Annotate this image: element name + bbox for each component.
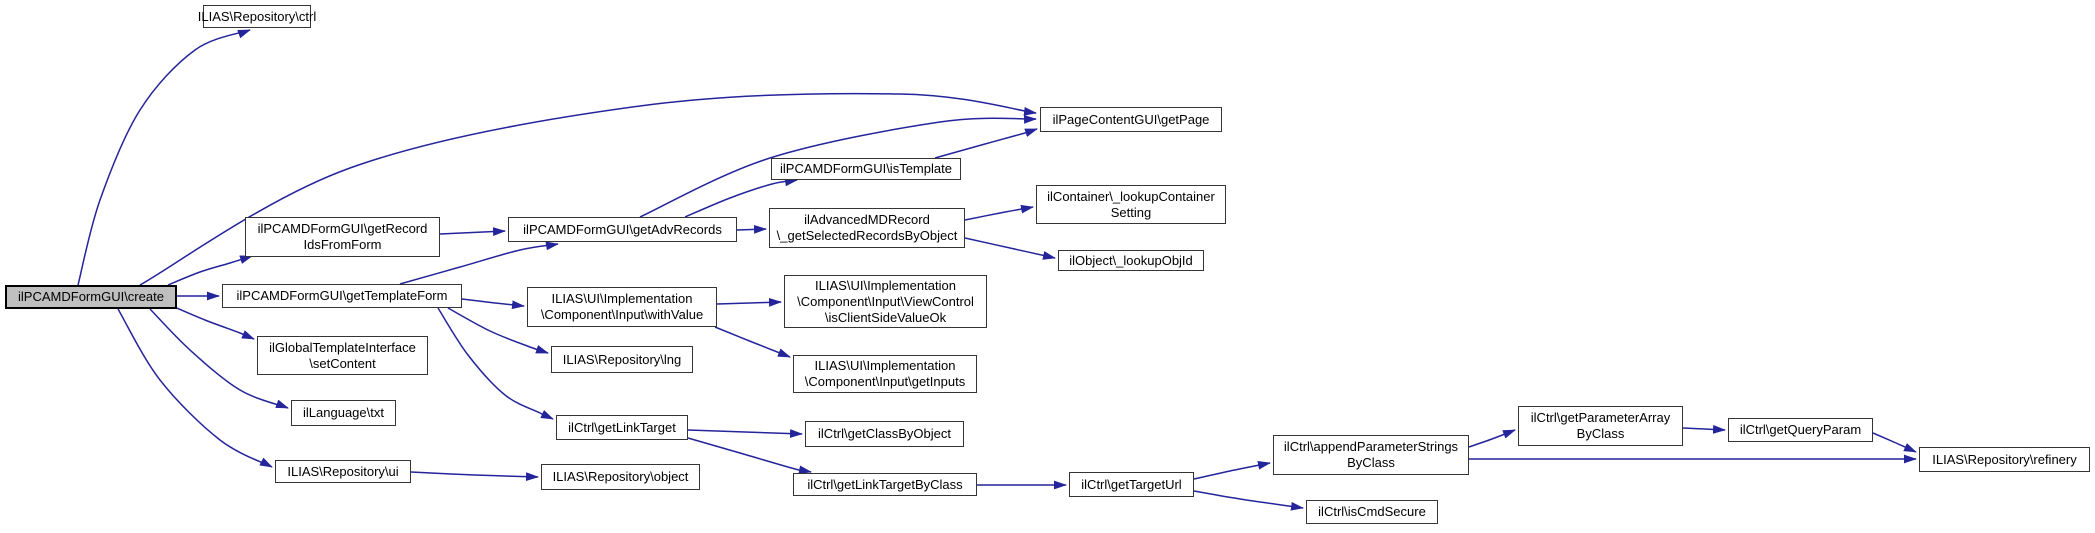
node-get-class-by-object[interactable]: ilCtrl\getClassByObject xyxy=(805,421,964,447)
edge-get-link-target-to-get-class-by-object xyxy=(687,429,803,438)
node-get-parameter-array-by-class[interactable]: ilCtrl\getParameterArray ByClass xyxy=(1518,406,1683,446)
edge-get-selected-records-by-object-to-lookup-obj-id xyxy=(964,237,1056,260)
node-get-selected-records-by-object[interactable]: ilAdvancedMDRecord \_getSelectedRecordsB… xyxy=(769,208,965,248)
node-create: ilPCAMDFormGUI\create xyxy=(5,285,177,309)
edge-get-link-target-to-get-link-target-by-class xyxy=(687,437,812,475)
node-get-link-target-by-class[interactable]: ilCtrl\getLinkTargetByClass xyxy=(793,473,977,496)
edge-create-to-get-page xyxy=(139,92,1037,286)
edge-get-adv-records-to-get-selected-records-by-object xyxy=(736,225,767,234)
node-get-record-ids-from-form[interactable]: ilPCAMDFormGUI\getRecord IdsFromForm xyxy=(245,217,440,257)
node-get-inputs[interactable]: ILIAS\UI\Implementation \Component\Input… xyxy=(793,355,977,393)
node-set-content[interactable]: ilGlobalTemplateInterface \setContent xyxy=(257,336,428,375)
node-txt[interactable]: ilLanguage\txt xyxy=(291,400,396,426)
edge-get-template-form-to-lng xyxy=(447,307,549,354)
edge-get-parameter-array-by-class-to-get-query-param xyxy=(1682,425,1726,434)
edge-get-query-param-to-refinery xyxy=(1872,432,1917,453)
node-append-parameter-strings-by-class[interactable]: ilCtrl\appendParameterStrings ByClass xyxy=(1273,435,1469,475)
edge-ui-to-object xyxy=(410,471,539,482)
edge-with-value-to-get-inputs xyxy=(714,326,791,358)
node-is-client-side-value-ok[interactable]: ILIAS\UI\Implementation \Component\Input… xyxy=(784,275,987,328)
node-get-query-param[interactable]: ilCtrl\getQueryParam xyxy=(1728,418,1873,442)
edge-get-target-url-to-append-parameter-strings-by-class xyxy=(1193,461,1271,480)
edge-create-to-set-content xyxy=(171,305,255,340)
node-get-link-target[interactable]: ilCtrl\getLinkTarget xyxy=(556,415,688,440)
node-refinery[interactable]: ILIAS\Repository\refinery xyxy=(1919,447,2090,472)
node-ui[interactable]: ILIAS\Repository\ui xyxy=(275,460,411,483)
node-lookup-container-setting[interactable]: ilContainer\_lookupContainer Setting xyxy=(1036,185,1226,224)
edge-get-target-url-to-is-cmd-secure xyxy=(1193,490,1304,511)
node-ctrl[interactable]: ILIAS\Repository\ctrl xyxy=(198,5,316,28)
edge-create-to-get-record-ids-from-form xyxy=(167,255,253,286)
edge-create-to-ctrl xyxy=(77,29,251,286)
node-with-value[interactable]: ILIAS\UI\Implementation \Component\Input… xyxy=(527,287,717,327)
edge-get-template-form-to-with-value xyxy=(461,298,525,310)
edge-get-template-form-to-get-link-target xyxy=(437,307,554,420)
edge-get-adv-records-to-is-template xyxy=(684,177,798,218)
node-is-template[interactable]: ilPCAMDFormGUI\isTemplate xyxy=(771,158,961,180)
node-get-adv-records[interactable]: ilPCAMDFormGUI\getAdvRecords xyxy=(508,217,737,242)
edge-get-template-form-to-get-adv-records xyxy=(399,241,559,285)
edge-with-value-to-is-client-side-value-ok xyxy=(716,297,782,307)
node-is-cmd-secure[interactable]: ilCtrl\isCmdSecure xyxy=(1306,500,1438,524)
node-get-target-url[interactable]: ilCtrl\getTargetUrl xyxy=(1069,472,1194,497)
node-get-template-form[interactable]: ilPCAMDFormGUI\getTemplateForm xyxy=(222,284,462,308)
node-lng[interactable]: ILIAS\Repository\lng xyxy=(551,346,693,373)
edge-append-parameter-strings-by-class-to-get-parameter-array-by-class xyxy=(1468,429,1516,448)
node-lookup-obj-id[interactable]: ilObject\_lookupObjId xyxy=(1058,250,1204,271)
edge-is-template-to-get-page xyxy=(934,128,1038,159)
edge-get-record-ids-from-form-to-get-adv-records xyxy=(439,227,506,236)
edge-create-to-txt xyxy=(149,308,289,409)
edge-create-to-ui xyxy=(117,308,273,468)
node-get-page[interactable]: ilPageContentGUI\getPage xyxy=(1040,107,1222,132)
edge-get-selected-records-by-object-to-lookup-container-setting xyxy=(964,204,1034,221)
edge-get-adv-records-to-get-page xyxy=(639,114,1037,218)
node-object[interactable]: ILIAS\Repository\object xyxy=(541,464,700,490)
